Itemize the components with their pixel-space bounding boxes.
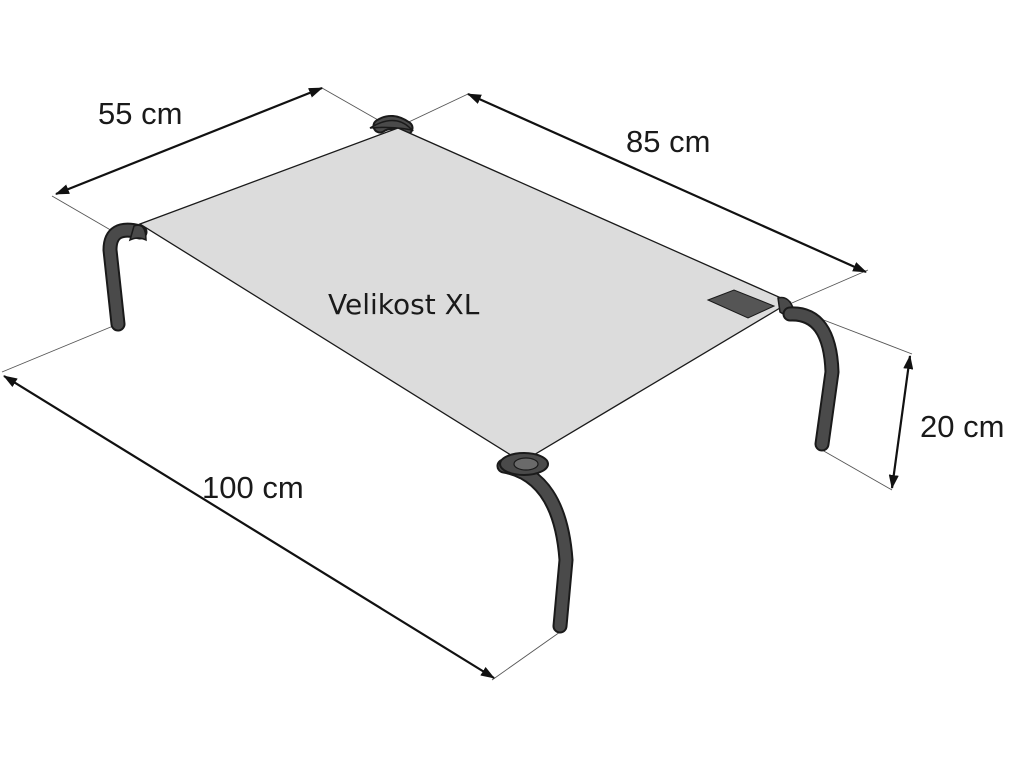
dimension-arrows [3, 86, 914, 679]
ext-line-length-right [491, 631, 561, 681]
height-label: 20 cm [920, 409, 1004, 444]
size-label: Velikost XL [328, 288, 480, 321]
ext-line-height-top [807, 313, 913, 355]
corner-wrap-back [369, 119, 415, 132]
depth-arrow [467, 92, 867, 274]
label-patch [706, 289, 776, 319]
leg-front-right [782, 306, 840, 452]
height-arrow [888, 355, 914, 489]
length-arrow [3, 375, 495, 679]
ext-line-width-left [51, 195, 115, 233]
length-label: 100 cm [202, 470, 304, 505]
ext-line-height-bottom [821, 449, 893, 491]
ext-line-depth-right [784, 269, 869, 307]
leg-front [496, 452, 574, 634]
depth-label: 85 cm [626, 124, 710, 159]
leg-back-left [102, 222, 148, 332]
ext-line-length-left [1, 323, 119, 373]
width-arrow [55, 86, 323, 196]
corner-wrap-left [128, 224, 147, 242]
width-label: 55 cm [98, 96, 182, 131]
fabric-corner-wraps [128, 119, 797, 322]
